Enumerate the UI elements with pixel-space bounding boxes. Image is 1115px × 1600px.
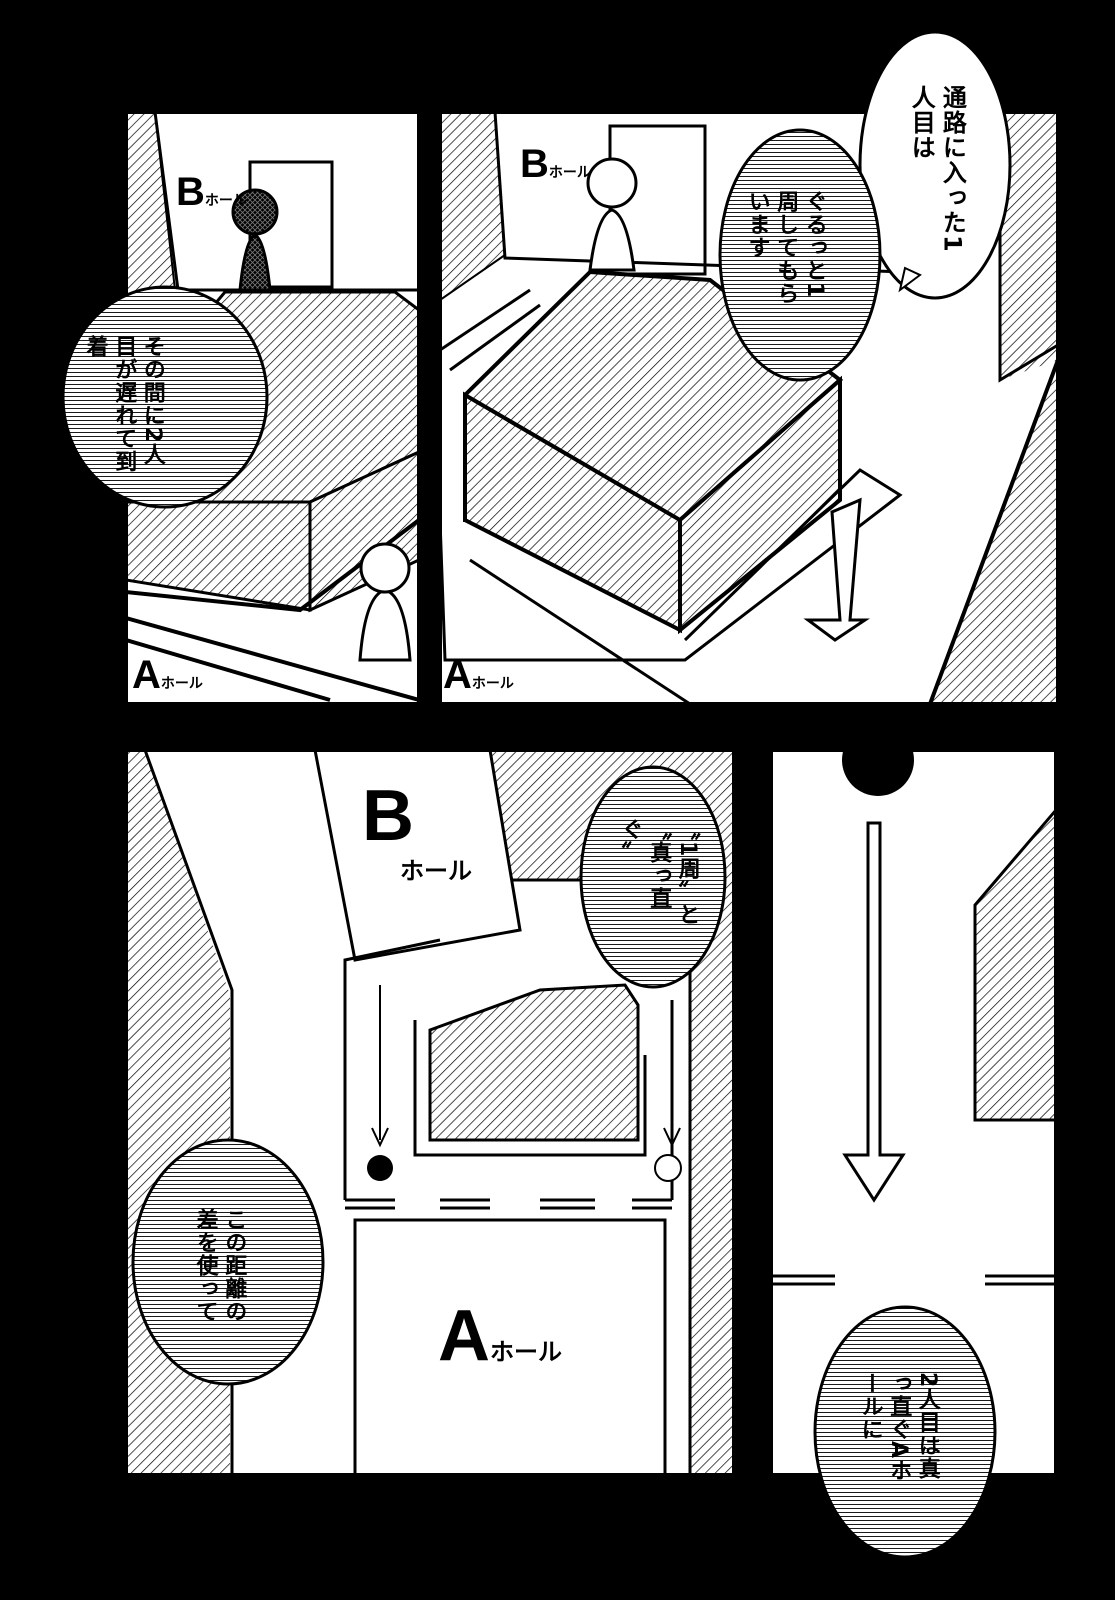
p3-hall-a-label: Aホール bbox=[438, 1300, 562, 1372]
p3-hall-b-letter: B bbox=[362, 776, 414, 856]
p4-bubble-text: 2人目は真っ直ぐAホールに bbox=[857, 1372, 940, 1483]
speech-bubble-p2-mid bbox=[718, 128, 882, 382]
p2-hall-b-letter: B bbox=[520, 142, 549, 186]
p3-hall-a-letter: A bbox=[438, 1296, 490, 1376]
speech-bubble-p3-left bbox=[131, 1138, 325, 1386]
p1-hall-b-label: Bホール bbox=[176, 172, 247, 212]
p3-hall-a-suffix: ホール bbox=[490, 1339, 562, 1366]
p1-hall-a-suffix: ホール bbox=[160, 675, 203, 691]
p2-hall-b-suffix: ホール bbox=[548, 164, 591, 180]
p2-bubble-mid-text: ぐるっと1周してもらいます bbox=[744, 190, 827, 305]
p2-hall-a-label: Aホール bbox=[443, 655, 514, 695]
speech-bubble-p2-top bbox=[858, 30, 1012, 300]
p1-hall-b-letter: B bbox=[176, 170, 205, 214]
p2-bubble-top-text: 通路に入った1人目は bbox=[907, 85, 967, 253]
speech-bubble-p1 bbox=[61, 285, 269, 509]
p3-bubble-left-text: この距離の差を使って bbox=[192, 1208, 247, 1323]
p1-hall-b-suffix: ホール bbox=[204, 192, 247, 208]
speech-bubble-p3-right bbox=[579, 765, 727, 989]
p3-bubble-right-text: 〝1周〟と〝真っ直ぐ〟 bbox=[617, 818, 700, 927]
p3-hall-b-label: B bbox=[362, 780, 414, 852]
speech-bubble-p4 bbox=[813, 1305, 997, 1559]
p2-hall-b-label: Bホール bbox=[520, 144, 591, 184]
p1-hall-a-letter: A bbox=[132, 653, 161, 697]
p1-bubble-text: その間に2人目が遅れて到着 bbox=[82, 335, 165, 473]
p3-hall-b-suffix: ホール bbox=[400, 858, 472, 885]
p2-hall-a-letter: A bbox=[443, 653, 472, 697]
p3-hall-b-suffix-wrap: ホール bbox=[400, 860, 472, 884]
p2-hall-a-suffix: ホール bbox=[471, 675, 514, 691]
p1-hall-a-label: Aホール bbox=[132, 655, 203, 695]
